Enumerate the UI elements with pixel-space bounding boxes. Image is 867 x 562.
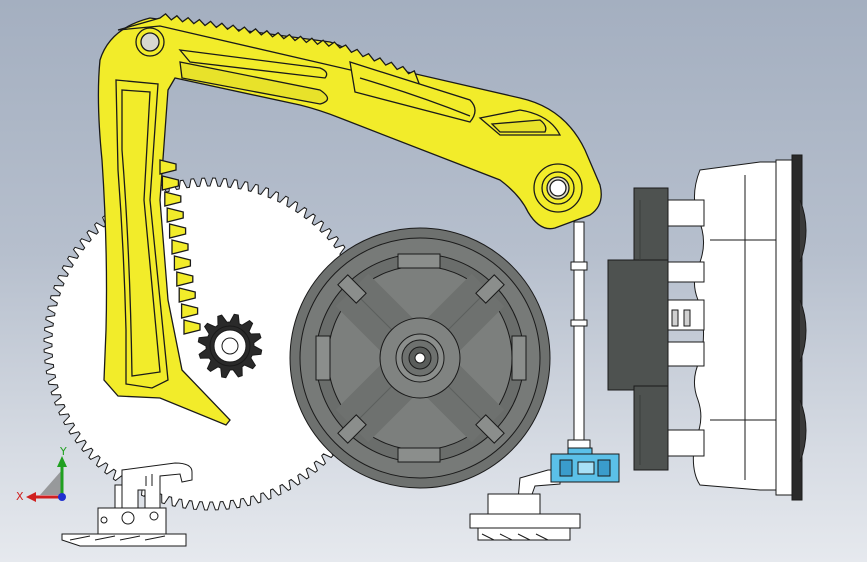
- plunger-assembly[interactable]: [469, 469, 581, 541]
- x-axis-label: X: [16, 490, 24, 503]
- motor-assembly[interactable]: [607, 154, 807, 501]
- latch-bracket[interactable]: [61, 462, 193, 547]
- blue-connector[interactable]: [550, 447, 620, 483]
- axis-triad-graphic: [26, 456, 67, 502]
- y-axis-label: Y: [59, 445, 67, 458]
- yellow-lever-arm[interactable]: [97, 13, 602, 426]
- rotary-disc[interactable]: [289, 227, 551, 489]
- small-pinion-gear[interactable]: [197, 313, 263, 379]
